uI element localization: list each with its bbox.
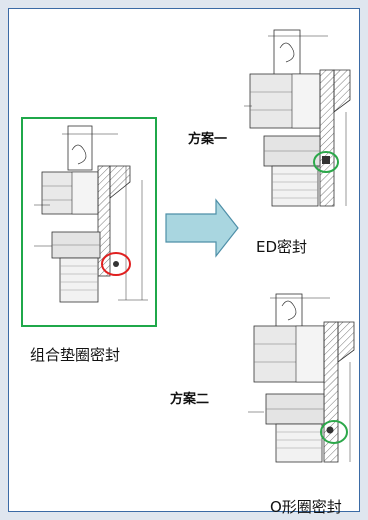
option-1-caption: ED密封	[256, 238, 308, 256]
green-highlight-circle-2	[320, 420, 348, 444]
option-1-label: 方案一	[188, 132, 228, 147]
left-highlight-box	[21, 117, 157, 327]
ed-seal-fitting-drawing	[244, 29, 351, 207]
o-ring-fitting-drawing	[248, 293, 355, 463]
right-arrow-icon	[165, 198, 239, 258]
option-2-label: 方案二	[170, 392, 210, 407]
red-highlight-circle	[101, 252, 131, 276]
left-fitting-drawing	[21, 117, 157, 327]
option-2-caption: O形圈密封	[270, 498, 342, 516]
green-highlight-circle-1	[313, 151, 339, 173]
left-caption: 组合垫圈密封	[30, 346, 121, 364]
